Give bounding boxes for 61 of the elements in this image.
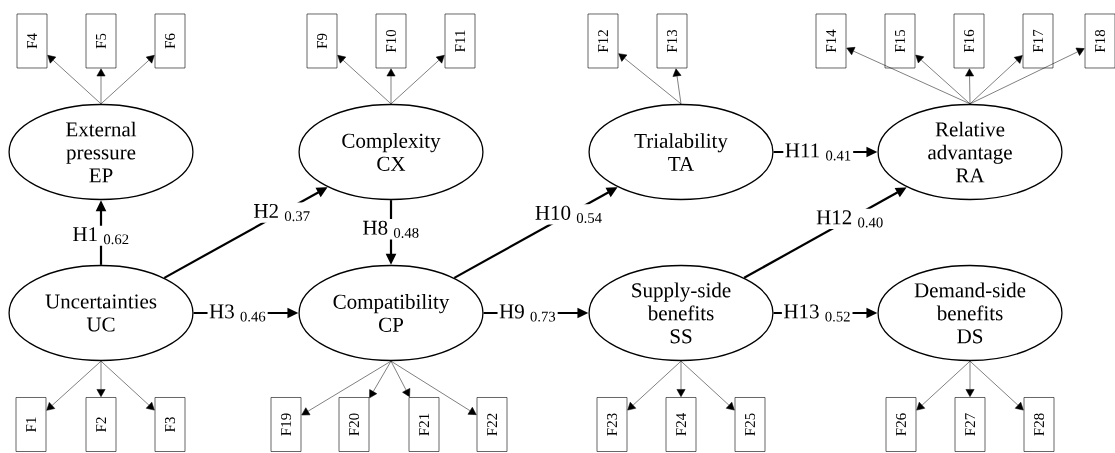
arrow [965,68,974,105]
indicator-box: F5 [85,13,117,69]
arrow [96,68,106,105]
indicator-box: F4 [16,13,48,69]
edge-label: H13 $_{0.52}$ [784,304,850,322]
arrow [46,360,102,411]
indicator-box: F10 [375,13,407,69]
arrow [301,360,392,416]
indicator-box: F3 [154,397,186,452]
arrow [100,360,155,411]
arrow [618,53,682,105]
arrow [337,55,392,105]
arrow [627,360,682,411]
indicator-box: F17 [1022,13,1054,69]
indicator-box: F27 [954,397,986,452]
edge-label: H12 $_{0.40}$ [816,210,883,228]
indicator-box: F22 [476,397,508,452]
arrow [100,55,155,105]
arrow [680,360,735,411]
arrow [969,55,1023,105]
indicator-box: F24 [665,397,697,452]
edge-label: H3 $_{0.46}$ [209,304,266,322]
indicator-box: F19 [270,397,302,452]
indicator-box: F9 [306,13,338,69]
indicator-box: F1 [15,397,47,452]
edge-label: H1 $_{0.62}$ [73,227,129,245]
indicator-box: F14 [815,13,847,69]
arrow [969,360,1024,411]
indicator-box: F21 [408,397,440,452]
indicator-box: F16 [953,13,985,69]
arrow [390,360,411,397]
edge-label: H9 $_{0.73}$ [499,304,556,322]
arrow [390,360,477,415]
arrow [916,360,971,411]
arrow [915,54,971,105]
arrow [386,68,396,105]
arrow [672,68,682,105]
indicator-box: F26 [885,397,917,452]
indicator-box: F2 [85,397,117,452]
indicator-box: F23 [596,397,628,452]
indicator-box: F28 [1023,397,1055,452]
indicator-box: F13 [656,13,688,69]
arrow [369,360,392,399]
indicator-box: F15 [884,13,916,69]
indicator-box: F12 [587,13,619,69]
arrow [96,360,106,397]
indicator-box: F20 [338,397,370,452]
arrow [846,47,971,105]
edge-label: H10 $_{0.54}$ [535,205,602,223]
edge-label: H2 $_{0.37}$ [254,203,310,222]
indicator-box: F25 [734,397,766,452]
edge-label: H11 $_{0.41}$ [785,143,851,161]
indicator-box: F6 [154,13,186,69]
arrow [676,360,686,397]
arrow [965,360,975,397]
arrow [47,55,102,105]
indicator-box: F11 [444,13,476,69]
edge-label: H8 $_{0.48}$ [363,220,419,238]
arrow [390,55,445,105]
indicator-box: F18 [1084,13,1115,69]
arrow [969,47,1085,105]
